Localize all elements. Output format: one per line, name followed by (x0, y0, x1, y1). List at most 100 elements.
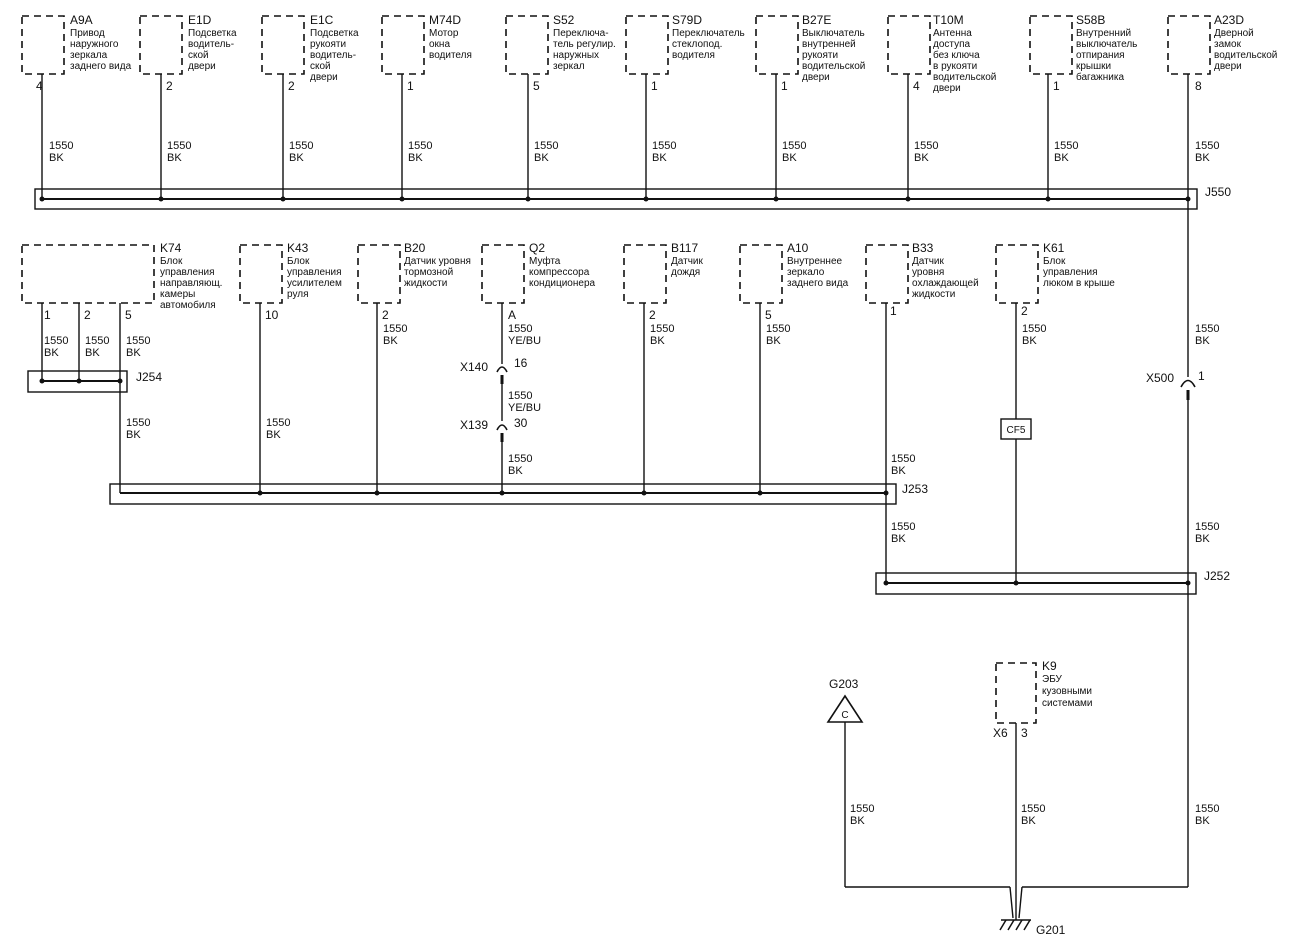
connector-x140-pin: 16 (514, 356, 528, 370)
splice-j252-label: J252 (1204, 569, 1230, 583)
desc-a9a-3: зеркала (70, 50, 108, 61)
wire-right-lower-gauge: 1550 (1195, 521, 1219, 533)
wire-k74-5-color: BK (126, 347, 141, 359)
desc-k43-1: Блок (287, 256, 310, 267)
wire-k61-gauge: 1550 (1022, 323, 1046, 335)
splice-j254-label: J254 (136, 370, 162, 384)
desc-k74-2: управления (160, 267, 215, 278)
connector-x139-pin: 30 (514, 416, 528, 430)
wire-q2-low-gauge: 1550 (508, 453, 532, 465)
desc-k9-2: кузовными (1042, 686, 1092, 697)
wire-k9-color: BK (1021, 815, 1036, 827)
top-row-dots (39, 196, 1191, 202)
wire-q2-gauge: 1550 (508, 323, 532, 335)
wire-k74-5-gauge: 1550 (126, 335, 150, 347)
connector-x139-label: X139 (460, 418, 488, 432)
wire-k74-2-color: BK (85, 347, 100, 359)
pin-k43: 10 (265, 308, 279, 322)
splice-j254-box (27, 370, 128, 393)
pin-a23d: 8 (1195, 79, 1202, 93)
splice-j253-box (109, 483, 897, 505)
code-a10: A10 (787, 241, 809, 255)
pin-k9: 3 (1021, 726, 1028, 740)
wire-j254-color: BK (126, 429, 141, 441)
desc-s52-1: Переключа- (553, 28, 609, 39)
desc-e1c-3: водитель- (310, 50, 356, 61)
bottom-section (826, 583, 1189, 931)
code-k9: K9 (1042, 659, 1057, 673)
component-box-t10m (887, 15, 931, 75)
middle-row-labels: K74 Блок управления направляющ. камеры а… (44, 241, 1230, 583)
connector-x140-female (496, 366, 508, 373)
splice-j253-label: J253 (902, 482, 928, 496)
code-b33: B33 (912, 241, 934, 255)
pin-b20: 2 (382, 308, 389, 322)
wire-e1d-color: BK (167, 152, 182, 164)
wire-a23d-color: BK (1195, 152, 1210, 164)
desc-k61-2: управления (1043, 267, 1098, 278)
wire-e1c-gauge: 1550 (289, 140, 313, 152)
wire-s79d-gauge: 1550 (652, 140, 676, 152)
wire-b117-color: BK (650, 335, 665, 347)
wire-j254-gauge: 1550 (126, 417, 150, 429)
desc-k74-5: автомобиля (160, 299, 216, 311)
wire-right-upper-color: BK (1195, 335, 1210, 347)
ground-icon (999, 919, 1031, 931)
connector-x500-label: X500 (1146, 371, 1174, 385)
desc-a23d-2: замок (1214, 39, 1242, 50)
desc-b27e-1: Выключатель (802, 28, 865, 39)
pin-e1d: 2 (166, 79, 173, 93)
wire-a9a-gauge: 1550 (49, 140, 73, 152)
desc-a10-3: заднего вида (787, 278, 849, 289)
desc-e1c-5: двери (310, 72, 338, 83)
desc-t10m-5: водительской (933, 72, 996, 83)
wire-right-bottom-gauge: 1550 (1195, 803, 1219, 815)
wire-b27e-gauge: 1550 (782, 140, 806, 152)
code-s79d: S79D (672, 13, 702, 27)
desc-t10m-3: без ключа (933, 49, 980, 61)
pin-q2: A (508, 308, 516, 322)
wire-g203-color: BK (850, 815, 865, 827)
desc-e1c-2: рукояти (310, 39, 346, 50)
code-t10m: T10M (933, 13, 964, 27)
desc-s58b-5: багажника (1076, 71, 1124, 83)
code-s58b: S58B (1076, 13, 1105, 27)
top-row (21, 15, 1211, 210)
component-box-b27e (755, 15, 799, 75)
wire-g203-merge (1009, 886, 1014, 919)
pin-a10: 5 (765, 308, 772, 322)
component-box-e1d (139, 15, 183, 75)
code-m74d: M74D (429, 13, 461, 27)
pin-k74-1: 1 (44, 308, 51, 322)
desc-a23d-4: двери (1214, 61, 1242, 72)
code-k61: K61 (1043, 241, 1065, 255)
desc-e1d-3: ской (188, 50, 209, 61)
wire-q2-mid-gauge: 1550 (508, 390, 532, 402)
connector-x139-female (496, 424, 508, 431)
wire-a9a-color: BK (49, 152, 64, 164)
desc-a10-1: Внутреннее (787, 256, 843, 267)
wire-b20-color: BK (383, 335, 398, 347)
wire-e1c-color: BK (289, 152, 304, 164)
desc-b117-1: Датчик (671, 256, 703, 267)
code-a23d: A23D (1214, 13, 1244, 27)
desc-b33-3: охлаждающей (912, 278, 979, 289)
desc-e1d-2: водитель- (188, 39, 234, 50)
desc-t10m-6: двери (933, 83, 961, 94)
wire-q2-color: YE/BU (508, 335, 541, 347)
desc-k61-3: люком в крыше (1043, 278, 1115, 289)
cf5-label: CF5 (1007, 425, 1026, 436)
desc-e1c-1: Подсветка (310, 28, 359, 39)
desc-m74d-3: водителя (429, 50, 472, 61)
desc-k74-4: камеры (160, 289, 195, 300)
bottom-labels: G203 C 1550 BK K9 ЭБУ кузовными системам… (829, 659, 1219, 937)
code-e1d: E1D (188, 13, 212, 27)
pin-s52: 5 (533, 79, 540, 93)
desc-b27e-2: внутренней (802, 39, 856, 50)
component-box-q2 (481, 244, 525, 304)
desc-b20-1: Датчик уровня (404, 256, 471, 267)
component-box-b33 (865, 244, 909, 304)
desc-b33-4: жидкости (912, 289, 955, 300)
desc-a9a-4: заднего вида (70, 61, 132, 72)
desc-s52-2: тель регулир. (553, 39, 616, 50)
